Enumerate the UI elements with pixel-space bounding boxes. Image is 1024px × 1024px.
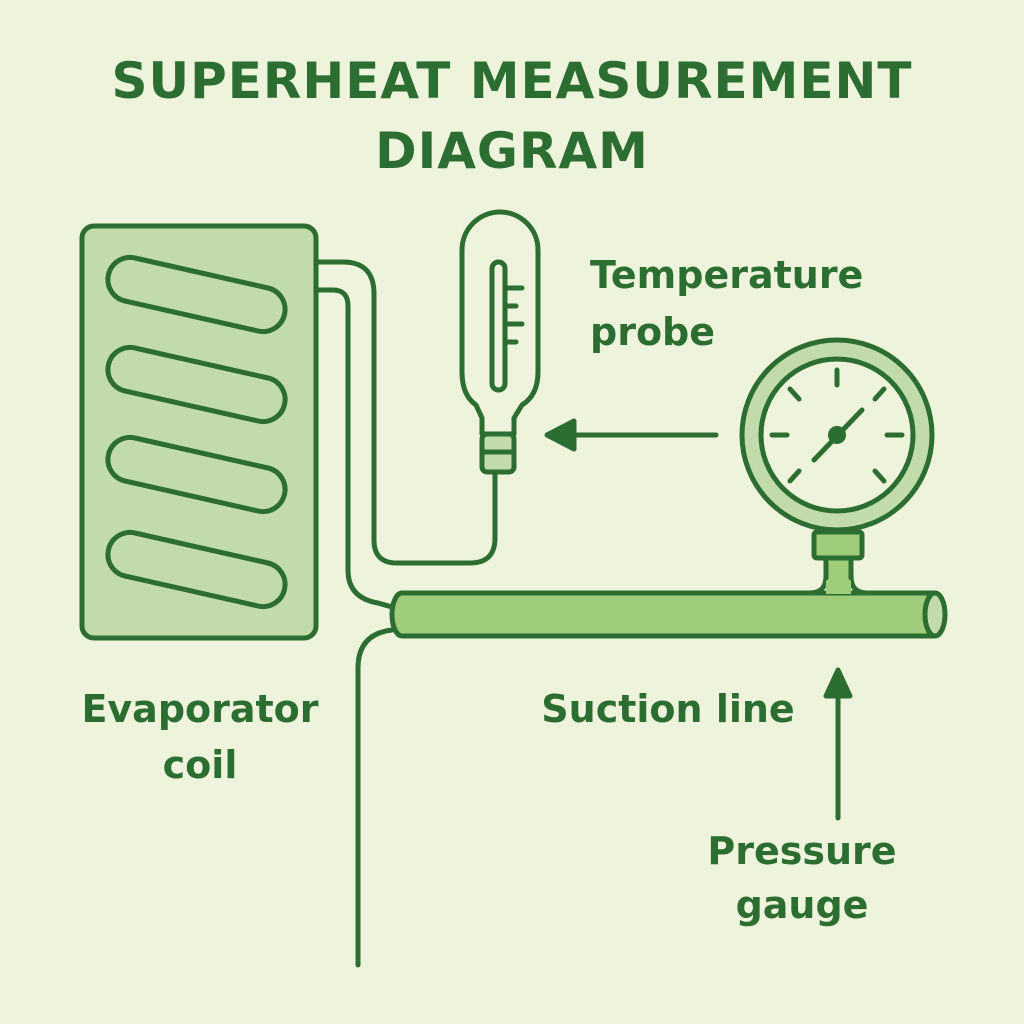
gauge-stem <box>807 529 870 596</box>
thermometer-ticks <box>502 285 525 345</box>
suction-line-pipe <box>389 590 948 639</box>
label-evaporator-coil-line2: coil <box>163 743 238 787</box>
arrow-up-icon <box>823 667 853 821</box>
diagram-title-line1: SUPERHEAT MEASUREMENT <box>112 52 913 110</box>
gauge-ticks <box>769 367 905 484</box>
label-suction-line: Suction line <box>541 687 794 731</box>
arrow-left-icon <box>544 418 719 452</box>
label-temperature-probe-line2: probe <box>590 310 715 354</box>
label-temperature-probe-line1: Temperature <box>590 253 863 297</box>
diagram-title-line2: DIAGRAM <box>375 122 649 180</box>
coil-loop <box>105 344 288 425</box>
coil-loop <box>105 254 288 335</box>
coil-loop <box>105 434 288 515</box>
liquid-line <box>355 627 395 968</box>
label-pressure-gauge-line1: Pressure <box>707 829 896 873</box>
evaporator-coil <box>79 223 319 641</box>
pressure-gauge-icon <box>739 337 935 533</box>
coil-outlet-tube <box>313 259 498 610</box>
thermometer-icon <box>459 209 541 475</box>
label-pressure-gauge-line2: gauge <box>736 883 869 927</box>
label-evaporator-coil-line1: Evaporator <box>81 687 318 731</box>
coil-loop <box>105 529 288 610</box>
